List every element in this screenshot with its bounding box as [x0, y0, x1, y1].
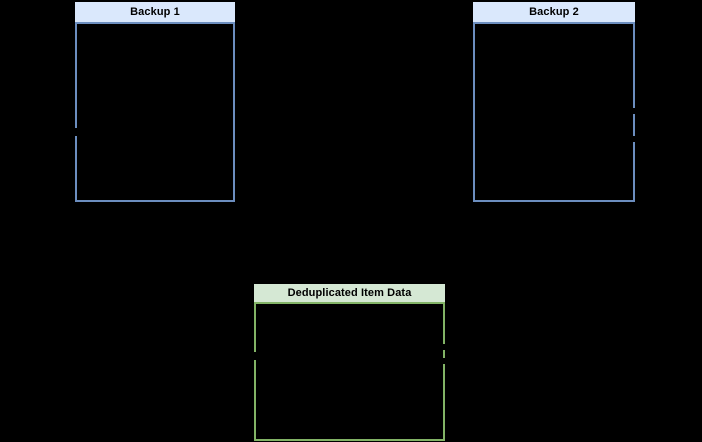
- node-backup-1[interactable]: Backup 1: [74, 2, 235, 202]
- node-deduplicated-item-data-header: Deduplicated Item Data: [254, 284, 445, 304]
- node-backup-1-title: Backup 1: [130, 5, 180, 18]
- node-dedup-edge-notch-right-upper: [442, 344, 446, 350]
- node-deduplicated-item-data[interactable]: Deduplicated Item Data: [253, 284, 446, 441]
- node-deduplicated-item-data-body: [254, 284, 445, 441]
- node-backup-1-edge-notch-left: [74, 128, 78, 136]
- node-dedup-edge-notch-right-lower: [442, 358, 446, 364]
- node-deduplicated-item-data-title: Deduplicated Item Data: [287, 286, 412, 299]
- node-backup-2-edge-notch-right-lower: [632, 136, 636, 142]
- node-backup-2[interactable]: Backup 2: [473, 2, 636, 202]
- node-backup-2-header: Backup 2: [473, 2, 635, 24]
- node-backup-2-edge-notch-right-upper: [632, 108, 636, 114]
- node-dedup-edge-notch-left: [253, 352, 257, 360]
- node-backup-1-body: [75, 2, 235, 202]
- node-backup-2-body: [473, 2, 635, 202]
- node-backup-2-title: Backup 2: [529, 5, 579, 18]
- node-backup-1-header: Backup 1: [75, 2, 235, 24]
